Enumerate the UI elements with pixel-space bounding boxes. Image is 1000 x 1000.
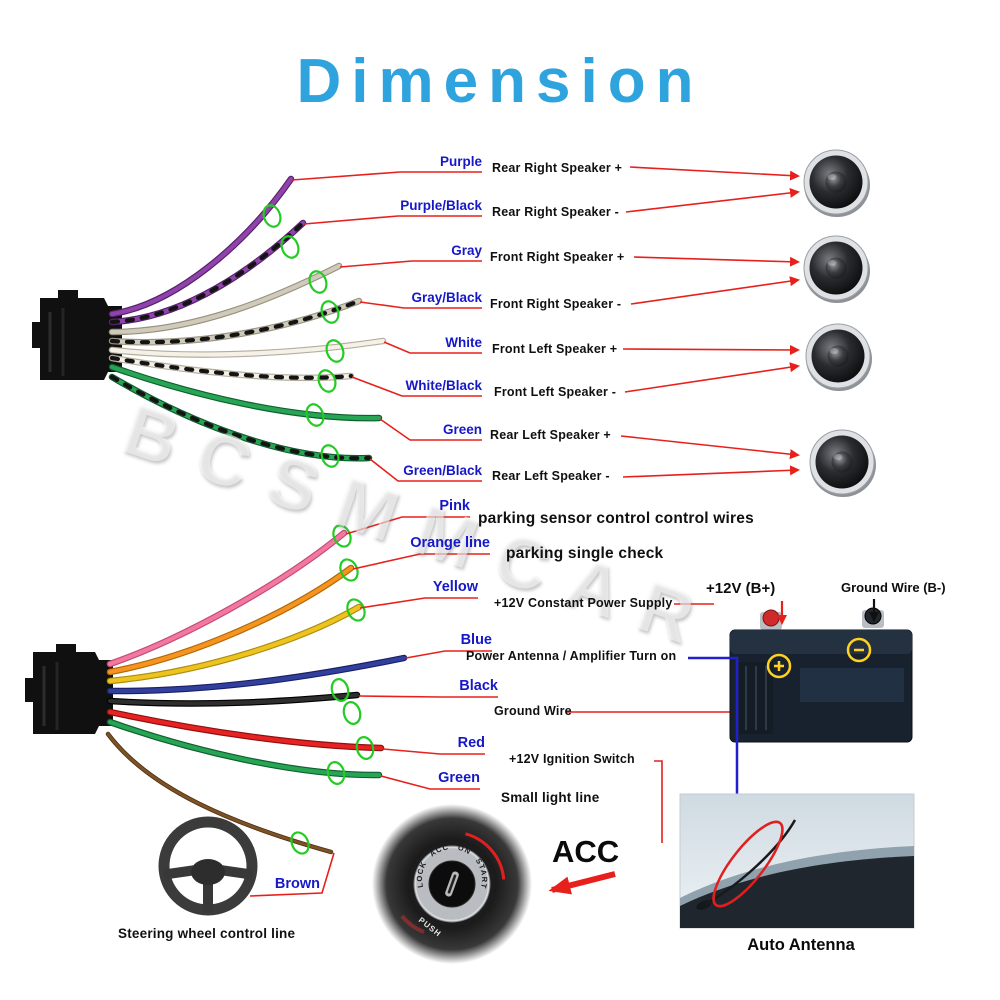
ignition-key-image: LOCK ACC ON START PUSH	[372, 804, 532, 964]
wire-desc-rear-left-plus: Rear Left Speaker +	[490, 428, 611, 442]
pink-wire	[106, 529, 348, 668]
wire-check-rings	[262, 204, 375, 855]
steering-wheel-image	[158, 816, 258, 916]
wire-color-label-red: Red	[457, 735, 485, 751]
battery-image	[729, 607, 913, 743]
red-wire	[106, 708, 385, 752]
antenna-feed-line	[688, 656, 743, 809]
wire-desc-parking-check: parking single check	[506, 545, 664, 562]
green-black-wire	[108, 373, 373, 462]
pointer-lines-bottom	[249, 516, 757, 897]
brown-wire	[105, 731, 334, 855]
wire-color-label-green-black: Green/Black	[403, 463, 482, 478]
wire-color-label-purple-black: Purple/Black	[400, 198, 482, 213]
wire-color-label-white: White	[445, 335, 482, 350]
blue-wire	[106, 654, 408, 695]
orange-wire	[106, 564, 355, 676]
purple-black-wire	[108, 219, 307, 326]
wire-color-label-white-black: White/Black	[405, 378, 482, 393]
purple-wire	[108, 175, 295, 318]
wire-desc-rear-right-minus: Rear Right Speaker -	[492, 205, 619, 219]
green-power-wire	[106, 718, 383, 779]
wire-desc-front-left-plus: Front Left Speaker +	[492, 342, 618, 356]
wire-color-label-green-power: Green	[438, 770, 480, 786]
wire-color-label-orange: Orange line	[410, 535, 490, 551]
wire-desc-rear-right-plus: Rear Right Speaker +	[492, 161, 623, 175]
wire-color-label-black: Black	[459, 678, 498, 694]
white-black-wire	[108, 354, 355, 382]
wire-color-label-blue: Blue	[460, 632, 492, 648]
wire-color-label-gray-black: Gray/Black	[411, 290, 482, 305]
speaker-image-2	[803, 235, 870, 303]
speaker-image-1	[803, 149, 870, 217]
wire-desc-small-light: Small light line	[501, 790, 600, 805]
wire-desc-rear-left-minus: Rear Left Speaker -	[492, 469, 610, 483]
wire-desc-ground: Ground Wire	[494, 704, 572, 718]
auto-antenna-label: Auto Antenna	[747, 936, 855, 954]
wire-desc-front-left-minus: Front Left Speaker -	[494, 385, 617, 399]
battery-label-arrows	[777, 599, 879, 625]
white-wire	[108, 337, 387, 358]
wire-desc-front-right-minus: Front Right Speaker -	[490, 297, 622, 311]
speaker-image-3	[805, 323, 872, 391]
iso-connector-top	[32, 290, 122, 380]
wire-desc-front-right-plus: Front Right Speaker +	[490, 250, 625, 264]
speaker-harness-wires	[108, 175, 387, 462]
speaker-image-4	[809, 429, 876, 497]
speaker-arrows	[620, 166, 800, 478]
wire-desc-ignition: +12V Ignition Switch	[509, 752, 635, 766]
green-wire	[108, 363, 383, 422]
wire-color-label-brown: Brown	[274, 876, 320, 892]
pointer-lines-top	[291, 171, 482, 482]
battery-positive-label: +12V (B+)	[706, 580, 776, 597]
car-antenna-image	[679, 793, 915, 929]
wire-color-label-purple: Purple	[439, 154, 482, 169]
iso-connector-bottom	[25, 644, 113, 734]
wire-color-label-pink: Pink	[439, 498, 470, 514]
antenna-highlight-oval	[712, 820, 784, 908]
battery-negative-label: Ground Wire (B-)	[841, 580, 946, 595]
page-title: Dimension	[296, 47, 704, 116]
wire-desc-power-antenna: Power Antenna / Amplifier Turn on	[466, 649, 677, 663]
steering-wheel-label: Steering wheel control line	[118, 926, 296, 941]
gray-black-wire	[108, 297, 363, 346]
wire-desc-constant-power: +12V Constant Power Supply	[494, 596, 673, 610]
acc-label: ACC	[552, 834, 620, 869]
wire-color-label-green: Green	[442, 422, 482, 437]
antenna-mast	[705, 819, 797, 906]
black-wire	[106, 691, 361, 707]
power-harness-wires	[105, 529, 408, 855]
wire-desc-parking-sensor: parking sensor control control wires	[478, 510, 754, 527]
wire-color-label-gray: Gray	[451, 243, 482, 258]
acc-arrow	[548, 871, 616, 895]
yellow-wire	[106, 603, 363, 685]
gray-wire	[108, 262, 343, 336]
wire-color-label-yellow: Yellow	[432, 579, 478, 595]
